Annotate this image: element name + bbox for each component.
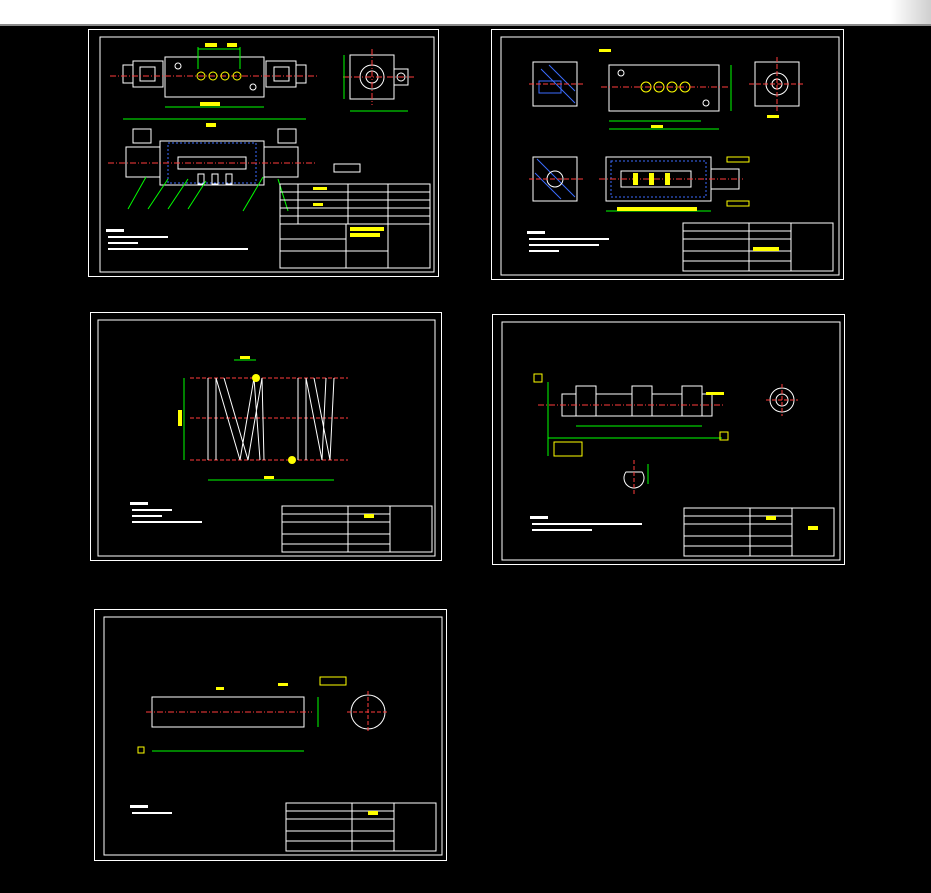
title-block [285,802,437,852]
title-block [281,505,433,553]
sheet-inner-border [500,36,840,276]
technical-notes [527,231,609,252]
sheet-inner-border [99,36,435,273]
top-view [599,49,732,130]
drawing-sheet-5[interactable] [94,609,447,861]
drawing-sheet-3[interactable] [90,312,442,561]
technical-notes [106,229,248,250]
section-a-view [529,61,583,107]
drawing-sheet-2[interactable] [491,29,844,280]
section-view [108,128,361,212]
drawing-sheet-1[interactable] [88,29,439,277]
pin-side-view [137,676,347,754]
pin-end-view [347,691,389,733]
technical-notes [530,516,642,531]
end-view [766,384,798,416]
section-b-view [529,156,583,202]
sheet-1-canvas [88,29,439,277]
sheet-inner-border [97,319,436,557]
technical-notes [130,502,202,523]
top-bar-shade [891,0,931,24]
title-block [279,183,431,269]
technical-notes [130,805,172,814]
title-block [683,507,835,557]
sheet-outer-border [88,29,439,277]
sheet-outer-border [94,609,447,861]
sheet-4-canvas [492,314,845,565]
side-view [343,49,414,112]
sheet-2-canvas [491,29,844,280]
viewer-top-bar [0,0,931,26]
sheet-outer-border [492,314,845,565]
sheet-inner-border [501,321,841,561]
drawing-sheet-4[interactable] [492,314,845,565]
spool-view [533,373,729,457]
sheet-outer-border [90,312,442,561]
side-view [749,57,805,118]
top-view [110,43,318,127]
spring-view [178,356,348,481]
sheet-5-canvas [94,609,447,861]
sheet-3-canvas [90,312,442,561]
detail-view [623,460,649,494]
longitudinal-section [599,156,750,212]
title-block [682,222,834,272]
sheet-inner-border [103,616,443,856]
sheet-outer-border [491,29,844,280]
